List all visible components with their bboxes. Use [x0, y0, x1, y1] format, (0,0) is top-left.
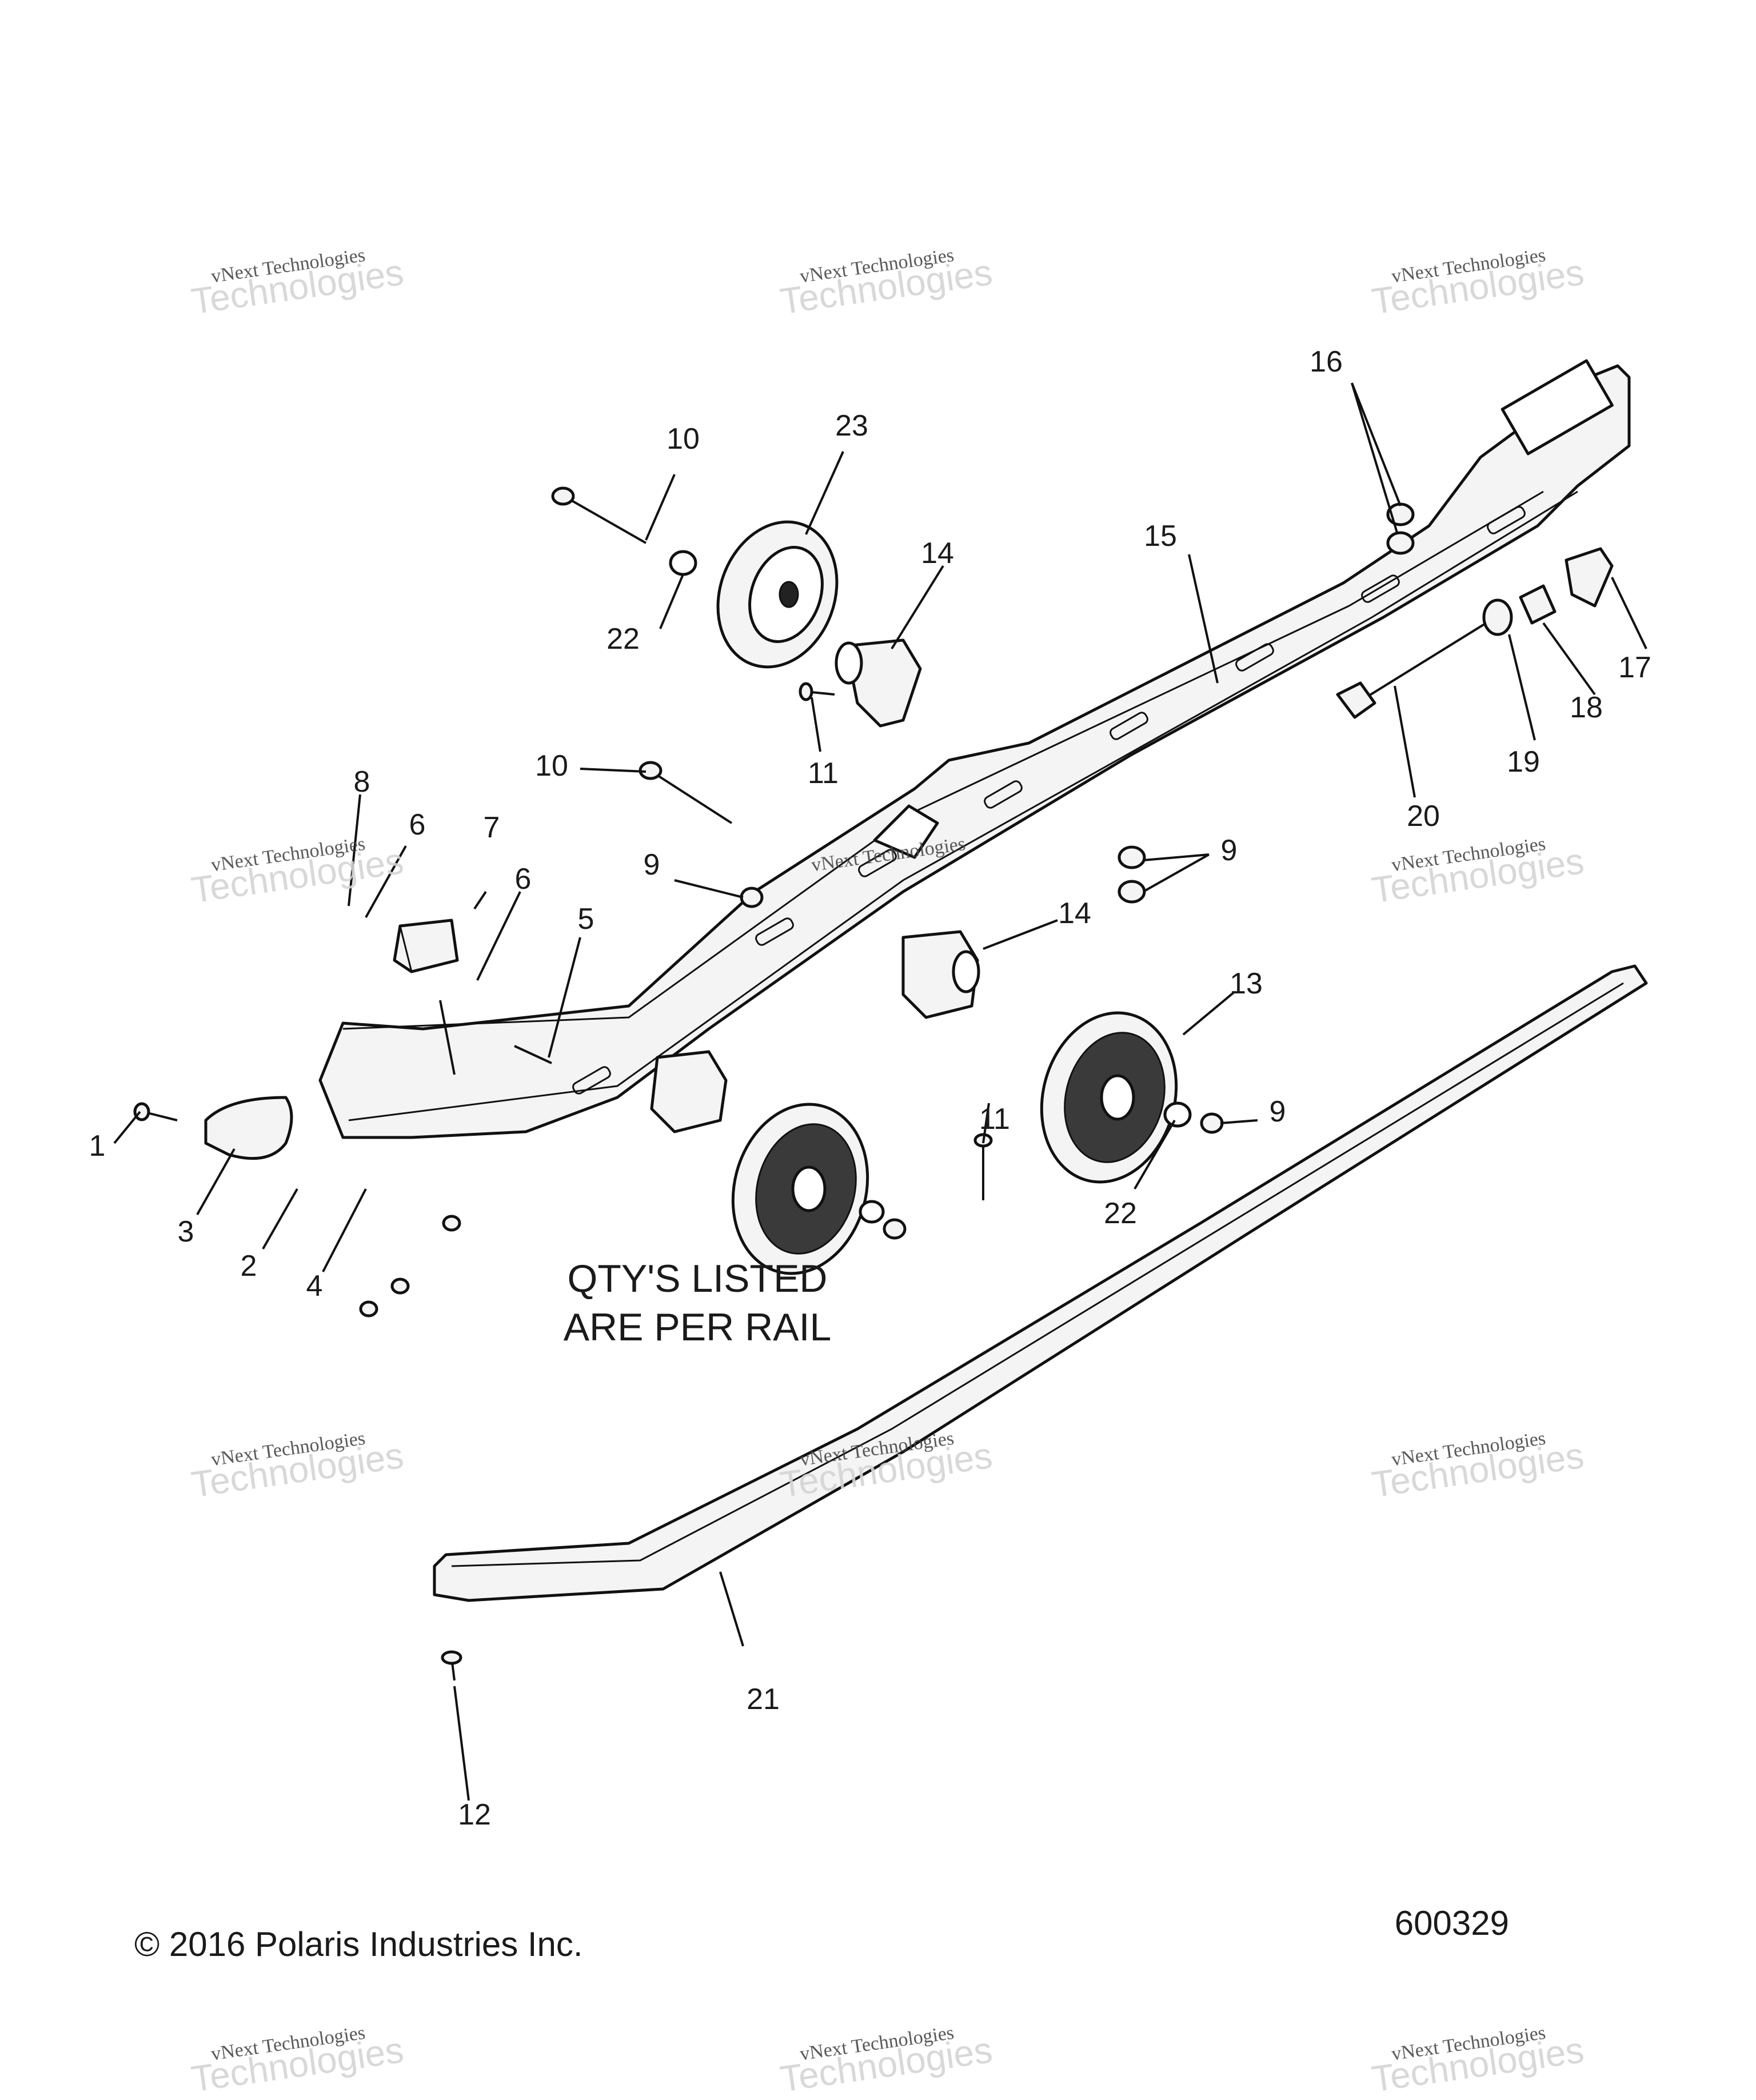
- axle-housing-part-14-lower: [901, 930, 980, 1019]
- callout-19: 19: [1507, 745, 1540, 778]
- callout-22-upper: 22: [606, 622, 640, 656]
- callout-9-mid: 9: [644, 848, 660, 881]
- callout-13: 13: [1230, 967, 1263, 1000]
- callout-7: 7: [484, 811, 500, 844]
- callout-11-lower: 11: [979, 1103, 1010, 1136]
- callout-14-lower: 14: [1058, 897, 1091, 930]
- wheel-front: [731, 1103, 869, 1275]
- wheel-part-13: [1040, 1011, 1178, 1184]
- callout-12: 12: [458, 1798, 491, 1831]
- block-part-7: [393, 919, 459, 973]
- callout-2: 2: [241, 1249, 257, 1283]
- idler-wheel-part-23: [716, 520, 839, 669]
- callout-10-upper: 10: [667, 422, 700, 456]
- watermarks: Technologies vNext Technologies Technolo…: [189, 245, 1586, 2099]
- spacer-part-18: [1519, 584, 1557, 625]
- slide-rail-part-15: [318, 359, 1631, 1139]
- copyright-text: © 2016 Polaris Industries Inc.: [134, 1925, 583, 1963]
- callout-20: 20: [1407, 800, 1440, 833]
- wear-bar-part-21: [433, 964, 1648, 1602]
- callout-3: 3: [178, 1215, 194, 1248]
- hardware: [133, 486, 1415, 1681]
- axle-housing-part-14-upper: [835, 638, 922, 728]
- figure-number: 600329: [1395, 1904, 1509, 1942]
- svg-text:ARE PER RAIL: ARE PER RAIL: [564, 1305, 832, 1349]
- callout-21: 21: [747, 1683, 780, 1716]
- callout-4: 4: [306, 1269, 323, 1303]
- callout-16: 16: [1310, 345, 1343, 378]
- callout-6-upper: 6: [409, 808, 426, 841]
- callout-14-upper: 14: [921, 537, 954, 570]
- callout-1: 1: [89, 1129, 106, 1163]
- callout-22-lower: 22: [1104, 1197, 1137, 1230]
- leader-lines: [113, 382, 1647, 1801]
- callout-10-lower: 10: [535, 749, 568, 782]
- callout-8: 8: [354, 765, 370, 799]
- callout-18: 18: [1570, 691, 1603, 724]
- callout-15: 15: [1144, 520, 1177, 553]
- bumper-part-3: [204, 1096, 293, 1160]
- callout-23: 23: [835, 409, 868, 442]
- callout-5: 5: [578, 903, 594, 936]
- callout-11-upper: 11: [808, 757, 839, 790]
- axle-housing-front: [650, 1050, 728, 1133]
- callout-6-lower: 6: [515, 863, 532, 896]
- svg-text:QTY'S LISTED: QTY'S LISTED: [567, 1257, 827, 1300]
- callout-17: 17: [1618, 651, 1651, 684]
- callout-9-right: 9: [1221, 834, 1238, 867]
- quantity-note: QTY'S LISTED ARE PER RAIL: [564, 1257, 832, 1349]
- nut-part-19: [1482, 598, 1513, 636]
- bolt-part-20: [1336, 622, 1487, 719]
- callout-9-lower: 9: [1270, 1095, 1286, 1128]
- bracket-part-17: [1565, 547, 1614, 608]
- callout-labels: 10 23 22 14 15 16 11 10 9 9 20 19 18 17 …: [89, 345, 1651, 1831]
